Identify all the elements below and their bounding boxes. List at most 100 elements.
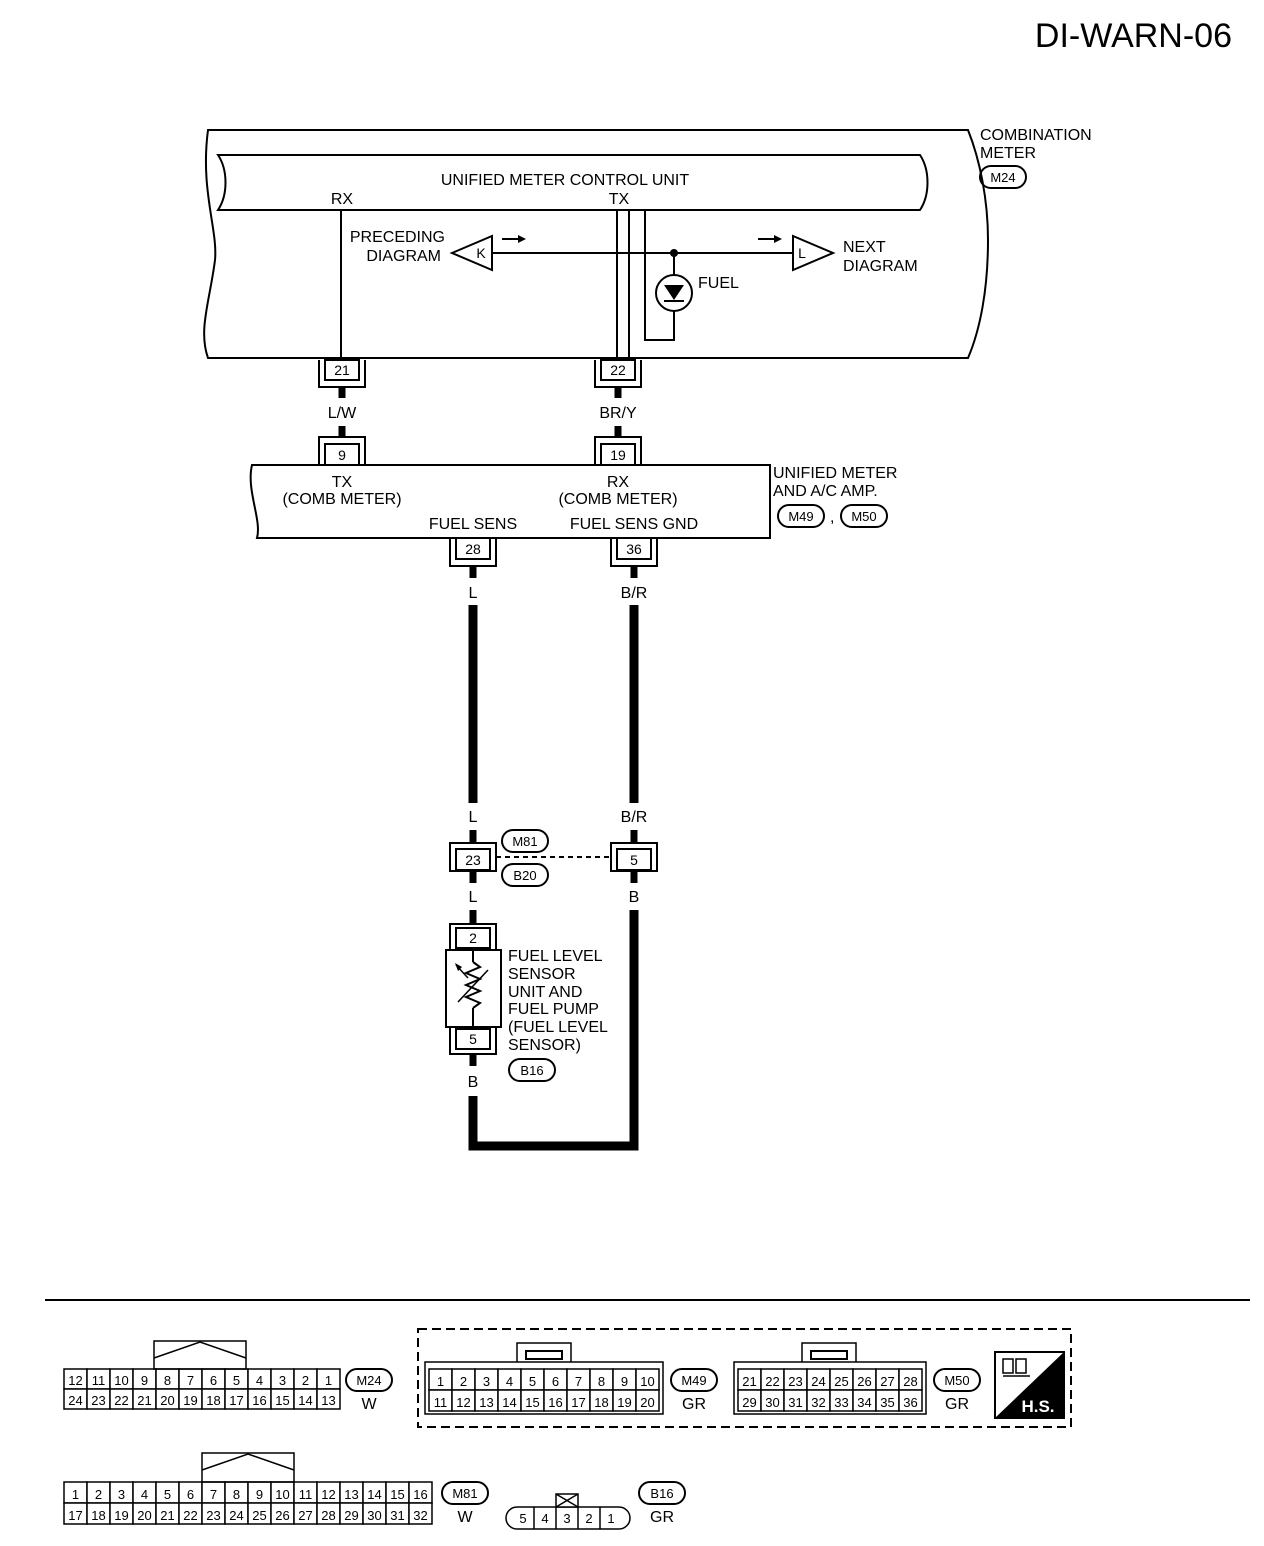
- next-diagram-arrow-icon: L: [758, 234, 836, 272]
- connector-cell-label: 32: [413, 1508, 427, 1523]
- fuel-label: FUEL: [698, 275, 739, 292]
- svg-text:19: 19: [610, 447, 626, 463]
- svg-text:L: L: [798, 245, 806, 261]
- connector-cell-label: 31: [390, 1508, 404, 1523]
- connector-cell-label: 24: [229, 1508, 243, 1523]
- pin-21: 21: [318, 359, 366, 388]
- svg-text:2: 2: [469, 930, 477, 946]
- connector-cell-label: 17: [229, 1393, 243, 1408]
- pin-36: 36: [610, 537, 658, 567]
- svg-text:B20: B20: [513, 868, 536, 883]
- connector-cell-label: 36: [903, 1395, 917, 1410]
- wire-l-3: L: [469, 889, 478, 906]
- svg-text:SENSOR): SENSOR): [508, 1037, 581, 1054]
- connector-cell-label: 22: [114, 1393, 128, 1408]
- svg-text:UNIT AND: UNIT AND: [508, 984, 582, 1001]
- connector-cell-label: 9: [141, 1373, 148, 1388]
- connector-cell-label: 24: [811, 1374, 825, 1389]
- connector-cell-label: 18: [206, 1393, 220, 1408]
- connector-cell-label: 1: [437, 1374, 444, 1389]
- connector-cell-label: 7: [210, 1487, 217, 1502]
- connector-cell-label: 21: [742, 1374, 756, 1389]
- connector-cell-label: 16: [548, 1395, 562, 1410]
- connector-cell-label: 5: [519, 1511, 526, 1526]
- connector-cell-label: 10: [114, 1373, 128, 1388]
- svg-text:M81: M81: [452, 1486, 477, 1501]
- b16-color: GR: [650, 1509, 674, 1526]
- wire-b-2: B: [468, 1074, 479, 1091]
- m49-color: GR: [682, 1396, 706, 1413]
- connector-cell-label: 4: [141, 1487, 148, 1502]
- preceding-label-2: DIAGRAM: [366, 248, 441, 265]
- amp-tx-sub: (COMB METER): [282, 491, 401, 508]
- connector-cell-label: 1: [72, 1487, 79, 1502]
- amp-label-1: UNIFIED METER: [773, 465, 897, 482]
- meter-tx-label: TX: [609, 191, 630, 208]
- variable-resistor-icon: [455, 950, 489, 1027]
- connector-cell-label: 3: [483, 1374, 490, 1389]
- harness-side-icon: H.S.: [994, 1351, 1065, 1419]
- connector-cell-label: 18: [594, 1395, 608, 1410]
- connector-cell-label: 16: [252, 1393, 266, 1408]
- connector-cell: [635, 1389, 660, 1412]
- wire-l-1: L: [469, 585, 478, 602]
- connector-cell-label: 13: [321, 1393, 335, 1408]
- connector-tag-m81: M81: [501, 829, 549, 853]
- connector-cell-label: 2: [585, 1511, 592, 1526]
- amp-box: [249, 464, 771, 539]
- connector-cell-label: 21: [137, 1393, 151, 1408]
- svg-text:H.S.: H.S.: [1021, 1397, 1054, 1416]
- connector-cell-label: 15: [275, 1393, 289, 1408]
- amp-fuel-sens-gnd: FUEL SENS GND: [570, 516, 698, 533]
- svg-text:21: 21: [334, 362, 350, 378]
- connector-cell-label: 21: [160, 1508, 174, 1523]
- svg-text:B16: B16: [650, 1486, 673, 1501]
- connector-cell-label: 2: [460, 1374, 467, 1389]
- connector-cell-label: 31: [788, 1395, 802, 1410]
- connector-cell-label: 22: [765, 1374, 779, 1389]
- svg-text:M49: M49: [788, 509, 813, 524]
- svg-text:(FUEL LEVEL: (FUEL LEVEL: [508, 1019, 608, 1036]
- svg-text:K: K: [476, 245, 486, 261]
- svg-text:M49: M49: [681, 1373, 706, 1388]
- connector-cell-label: 25: [834, 1374, 848, 1389]
- connector-cell-label: 27: [880, 1374, 894, 1389]
- connector-cell-label: 19: [183, 1393, 197, 1408]
- svg-text:FUEL PUMP: FUEL PUMP: [508, 1001, 599, 1018]
- connector-tag-m49-view: M49: [670, 1368, 718, 1392]
- wire-br-2: B/R: [621, 809, 648, 826]
- connector-cell-label: 23: [206, 1508, 220, 1523]
- connector-cell-label: 3: [118, 1487, 125, 1502]
- connector-cell-label: 11: [299, 1487, 313, 1502]
- wire-l-2: L: [469, 809, 478, 826]
- connector-cell-label: 34: [857, 1395, 871, 1410]
- connector-cell-label: 6: [552, 1374, 559, 1389]
- connector-tag-b16: B16: [508, 1058, 556, 1082]
- pin-28: 28: [449, 537, 497, 567]
- connector-cell-label: 10: [640, 1374, 654, 1389]
- connector-tag-m24: M24: [979, 165, 1027, 189]
- connector-cell-label: 2: [302, 1373, 309, 1388]
- fuel-warning-lamp-icon: [655, 274, 693, 312]
- connector-cell-label: 11: [434, 1395, 448, 1410]
- connector-cell-label: 28: [321, 1508, 335, 1523]
- connector-cell-label: 8: [164, 1373, 171, 1388]
- connector-cell-label: 3: [563, 1511, 570, 1526]
- connector-cell: [316, 1388, 341, 1410]
- connector-cell-label: 7: [575, 1374, 582, 1389]
- connector-tag-m81-view: M81: [441, 1481, 489, 1505]
- connector-cell-label: 20: [640, 1395, 654, 1410]
- wire-b-1: B: [629, 889, 640, 906]
- connector-cell-label: 5: [233, 1373, 240, 1388]
- wire-lw: L/W: [328, 405, 357, 422]
- next-label-1: NEXT: [843, 239, 886, 256]
- connector-cell-label: 4: [541, 1511, 548, 1526]
- preceding-label-1: PRECEDING: [350, 229, 445, 246]
- connector-cell-label: 17: [68, 1508, 82, 1523]
- dashed-group-box: [417, 1328, 1072, 1428]
- svg-text:M81: M81: [512, 834, 537, 849]
- sensor-label: FUEL LEVEL SENSOR UNIT AND FUEL PUMP (FU…: [508, 948, 608, 1054]
- connector-cell-label: 7: [187, 1373, 194, 1388]
